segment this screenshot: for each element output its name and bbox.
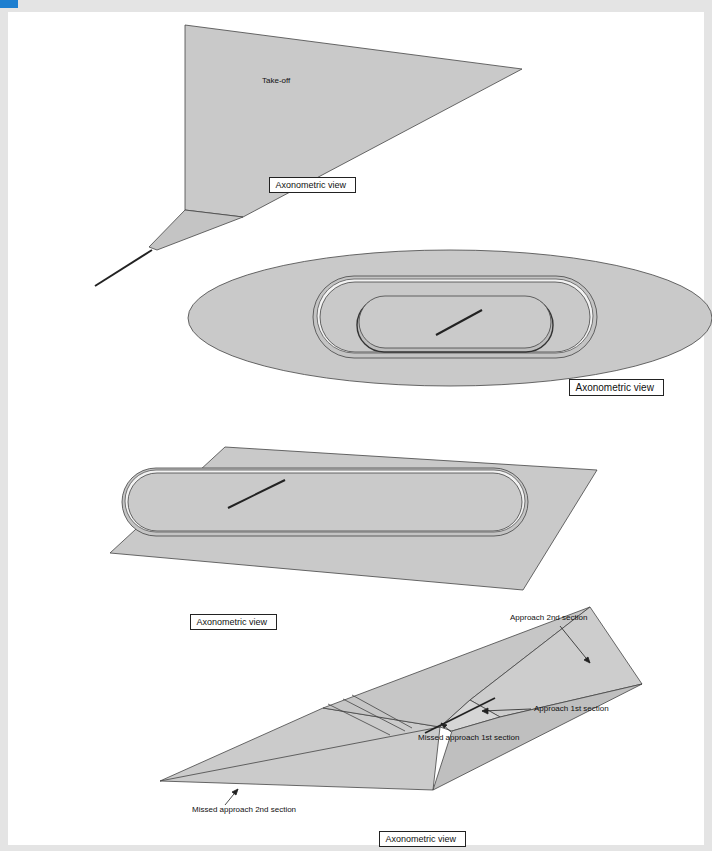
caption-text: Axonometric view (386, 833, 459, 845)
surface-label: Approach 1st section (534, 704, 609, 714)
caption-text: Axonometric view (576, 381, 657, 394)
surface-label: Approach 2nd section (510, 613, 587, 623)
surface-label: Missed approach 1st section (418, 733, 519, 743)
surface-label: Missed approach 2nd section (192, 805, 296, 815)
caption-text: Axonometric view (276, 179, 349, 191)
surface-label: Take-off (262, 76, 290, 86)
view-caption-box: Axonometric view (190, 614, 277, 630)
caption-text: Axonometric view (197, 616, 270, 628)
view-caption-box: Axonometric view (379, 831, 466, 847)
view-caption-box: Axonometric view (269, 177, 356, 193)
view-caption-box: Axonometric view (569, 379, 664, 396)
